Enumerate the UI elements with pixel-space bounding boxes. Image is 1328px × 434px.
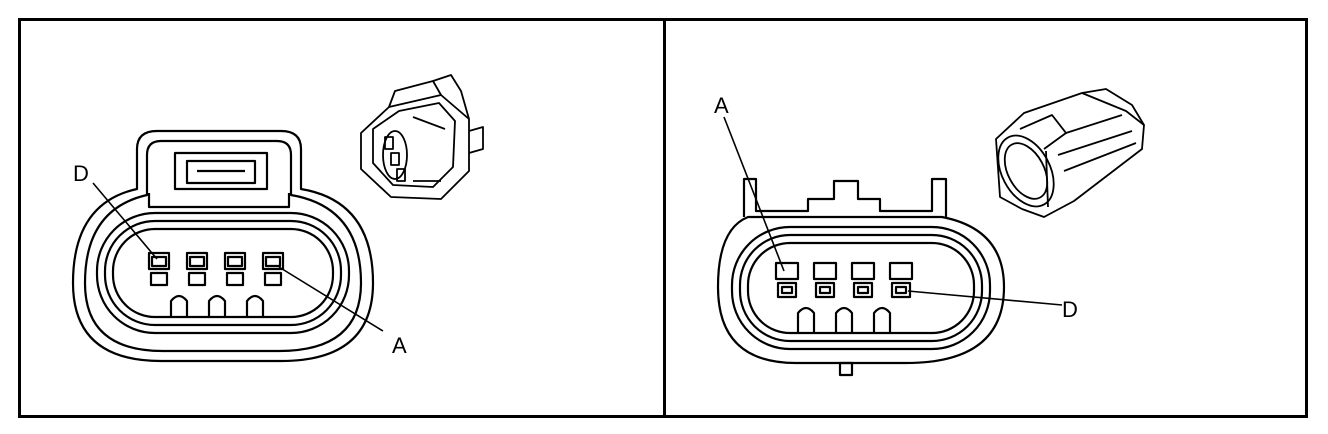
left-callout-d: D	[73, 161, 89, 186]
left-face-ring-2	[103, 219, 343, 327]
right-connector-isometric	[995, 88, 1145, 218]
right-cavity-d	[888, 261, 914, 299]
right-face-ring-1	[730, 225, 992, 351]
right-terminal-cavities	[774, 261, 914, 299]
left-cavity-a	[261, 251, 285, 287]
left-face-ring-3	[111, 227, 335, 319]
left-cavity-d	[147, 251, 171, 287]
left-leader-d	[92, 182, 158, 260]
left-leader-a	[278, 266, 384, 332]
left-cavity-c	[185, 251, 209, 287]
left-callout-a: A	[392, 333, 407, 358]
panel-divider	[663, 21, 666, 415]
right-panel: A D	[666, 21, 1305, 415]
left-connector-isometric	[360, 74, 484, 200]
left-latch	[173, 151, 269, 191]
left-connector-diagram: D A	[71, 74, 484, 363]
left-connector-shell-inner	[83, 139, 363, 353]
right-connector-outer-shell	[716, 215, 1006, 365]
right-callout-d: D	[1062, 297, 1078, 322]
right-callout-a: A	[714, 93, 729, 118]
right-cavity-a	[774, 261, 800, 299]
left-cavity-b	[223, 251, 247, 287]
figure-frame: D A	[18, 18, 1308, 418]
right-leader-d	[907, 290, 1063, 306]
left-terminal-cavities	[147, 251, 285, 287]
right-cavity-c	[850, 261, 876, 299]
right-top-tabs	[742, 177, 948, 217]
right-leader-a	[723, 116, 785, 272]
right-connector-diagram: A D	[714, 88, 1145, 377]
left-latch-inner	[185, 159, 257, 185]
right-face-ring-2	[738, 233, 984, 343]
right-face-ring-3	[746, 241, 976, 335]
right-bottom-post	[838, 361, 854, 377]
right-cavity-b	[812, 261, 838, 299]
left-face-ring-1	[95, 211, 351, 335]
left-connector-outer-shell	[71, 129, 375, 363]
left-panel: D A	[21, 21, 663, 415]
